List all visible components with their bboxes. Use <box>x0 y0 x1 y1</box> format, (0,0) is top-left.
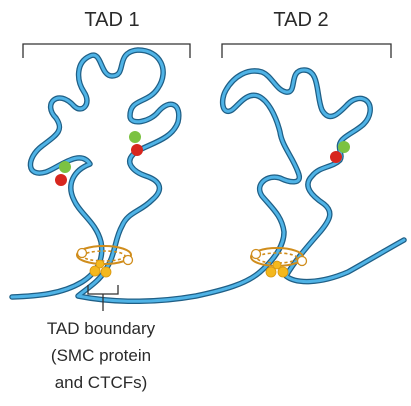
tad1-label: TAD 1 <box>84 9 139 31</box>
marker-pair-middle <box>129 131 143 156</box>
chromatin-fiber <box>9 47 407 305</box>
ctcf-protein <box>277 266 289 278</box>
boundary-bracket <box>87 285 119 311</box>
ctcf-protein <box>89 265 101 277</box>
ctcf-protein <box>100 266 112 278</box>
smc-hinge-left <box>76 247 88 259</box>
marker-pair-right <box>330 141 350 163</box>
boundary-label-line-1: TAD boundary <box>47 319 156 338</box>
boundary-label-line-2: (SMC protein <box>51 346 151 365</box>
red-marker <box>55 174 67 186</box>
marker-pair-left <box>55 161 71 186</box>
smc-hinge-left <box>250 248 262 260</box>
red-marker <box>131 144 143 156</box>
boundary-label: TAD boundary (SMC protein and CTCFs) <box>47 319 156 392</box>
boundary-label-line-3: and CTCFs) <box>55 373 148 392</box>
red-marker <box>330 151 342 163</box>
smc-hinge-right <box>122 254 134 266</box>
tad2-label: TAD 2 <box>273 9 328 31</box>
smc-complex-tad2 <box>250 247 308 278</box>
green-marker <box>338 141 350 153</box>
ctcf-protein <box>265 266 277 278</box>
green-marker <box>59 161 71 173</box>
ctcf-protein <box>95 259 105 269</box>
ctcf-protein <box>272 260 282 270</box>
smc-complex-tad1 <box>76 245 134 278</box>
tad2-bracket <box>221 43 392 58</box>
smc-hinge-right <box>296 255 308 267</box>
smc-ring-inner <box>256 252 298 264</box>
green-marker <box>129 131 141 143</box>
tad1-bracket <box>22 43 191 58</box>
